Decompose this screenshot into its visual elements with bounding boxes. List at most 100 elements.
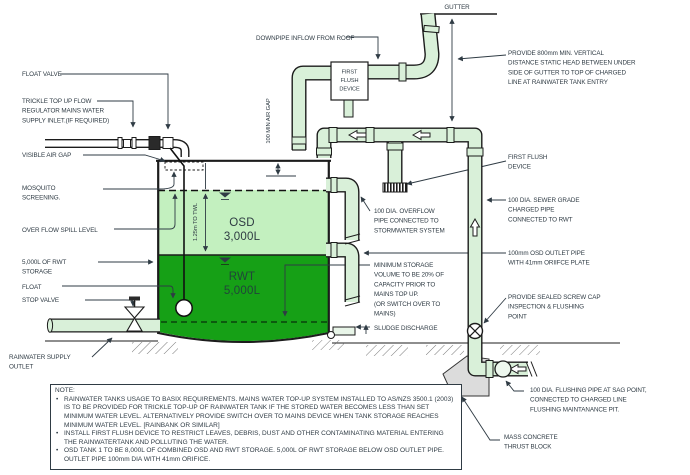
- water-surface-mark: [219, 192, 231, 265]
- flushing-pipe-label: 100 DIA. FLUSHING PIPE AT SAG POINT, CON…: [530, 387, 647, 413]
- svg-text:CONNECTED TO CHARGED LINE: CONNECTED TO CHARGED LINE: [530, 397, 627, 404]
- svg-text:100 DIA. OVERFLOW: 100 DIA. OVERFLOW: [374, 208, 435, 215]
- ground-hatch: [426, 345, 464, 355]
- svg-text:MOSQUITO: MOSQUITO: [22, 185, 56, 192]
- screw-cap-label: PROVIDE SEALED SCREW CAP INSPECTION & FL…: [508, 294, 601, 320]
- stop-valve-symbol: [123, 296, 146, 332]
- float-ball: [175, 299, 193, 317]
- svg-text:DISTANCE STATIC HEAD BETWEEN U: DISTANCE STATIC HEAD BETWEEN UNDER: [508, 60, 636, 67]
- svg-text:SUPPLY INLET.(IF REQUIRED): SUPPLY INLET.(IF REQUIRED): [22, 117, 109, 124]
- svg-text:MASS CONCRETE: MASS CONCRETE: [504, 434, 558, 441]
- svg-text:FLUSHING MAINTANANCE PIT.: FLUSHING MAINTANANCE PIT.: [530, 406, 619, 413]
- pipe-breaks: [344, 233, 538, 377]
- osd-zone: [159, 190, 329, 255]
- svg-text:LINE AT RAINWATER TANK ENTRY: LINE AT RAINWATER TANK ENTRY: [508, 79, 609, 86]
- air-gap-dimension: [266, 162, 296, 177]
- sludge-label: SLUDGE DISCHARGE: [374, 325, 437, 332]
- svg-text:PROVIDE SEALED SCREW CAP: PROVIDE SEALED SCREW CAP: [508, 294, 600, 301]
- first-flush-box-label: FIRST: [342, 70, 358, 76]
- stop-valve-label: STOP VALVE: [22, 297, 59, 304]
- flow-arrow-left: [347, 129, 367, 141]
- svg-text:OUTLET: OUTLET: [9, 364, 33, 371]
- svg-text:3,000L: 3,000L: [224, 231, 261, 243]
- sewer-grade-label: 100 DIA. SEWER GRADE CHARGED PIPE CONNEC…: [508, 197, 580, 223]
- float-valve-label: FLOAT VALVE: [22, 71, 62, 78]
- svg-text:CONNECTED TO RWT: CONNECTED TO RWT: [508, 216, 573, 223]
- leader-lines: [60, 36, 524, 441]
- flushing-cap: [494, 360, 512, 378]
- pipe-couplings: [291, 24, 494, 378]
- rwt-zone: [159, 255, 329, 341]
- svg-text:(OR SWITCH OVER TO: (OR SWITCH OVER TO: [374, 301, 440, 308]
- sludge-discharge: [327, 326, 356, 339]
- svg-text:100 DIA. FLUSHING PIPE AT SAG: 100 DIA. FLUSHING PIPE AT SAG POINT,: [530, 387, 647, 394]
- svg-text:SIDE OF GUTTER TO TOP OF CHARG: SIDE OF GUTTER TO TOP OF CHARGED: [508, 69, 627, 76]
- float-assembly: [169, 147, 193, 317]
- first-flush-device-label: FIRST FLUSH DEVICE: [508, 154, 548, 171]
- svg-text:5,000L: 5,000L: [224, 285, 261, 297]
- first-flush-screen: [382, 182, 408, 193]
- svg-text:TRICKLE TOP UP FLOW: TRICKLE TOP UP FLOW: [22, 98, 92, 105]
- svg-text:STORMWATER SYSTEM: STORMWATER SYSTEM: [374, 227, 445, 234]
- flow-arrows: [347, 129, 527, 375]
- svg-text:OSD: OSD: [229, 217, 255, 229]
- svg-text:100mm OSD OUTLET PIPE: 100mm OSD OUTLET PIPE: [508, 250, 585, 257]
- note-list: RAINWATER TANKS USAGE TO BASIX REQUIREME…: [55, 396, 457, 465]
- svg-text:SCREENING.: SCREENING.: [22, 195, 61, 202]
- svg-text:FLUSH: FLUSH: [341, 78, 359, 84]
- flow-arrow-left: [508, 363, 527, 375]
- rwt-storage-label: 5,000L OF RWT STORAGE: [22, 259, 67, 276]
- air-gap-dim-label: 100 MIN AIR GAP: [266, 98, 272, 143]
- svg-text:5,000L OF RWT: 5,000L OF RWT: [22, 259, 66, 266]
- svg-text:INSPECTION & FLUSHING: INSPECTION & FLUSHING: [508, 304, 584, 311]
- downpipe-inflow-label: DOWNPIPE INFLOW FROM ROOF: [256, 35, 355, 42]
- svg-text:DEVICE: DEVICE: [508, 164, 531, 171]
- provide800-label: PROVIDE 800mm MIN. VERTICAL DISTANCE STA…: [508, 50, 636, 86]
- svg-text:PIPE CONNECTED TO: PIPE CONNECTED TO: [374, 218, 439, 225]
- svg-text:RAINWATER SUPPLY: RAINWATER SUPPLY: [9, 354, 72, 361]
- isolation-valve: [148, 136, 161, 150]
- svg-text:CHARGED PIPE: CHARGED PIPE: [508, 207, 554, 214]
- visible-air-gap-label: VISIBLE AIR GAP: [22, 152, 71, 159]
- svg-text:THRUST BLOCK: THRUST BLOCK: [504, 444, 552, 451]
- note-box: NOTE: RAINWATER TANKS USAGE TO BASIX REQ…: [50, 384, 462, 470]
- mass-concrete-label: MASS CONCRETE THRUST BLOCK: [504, 434, 558, 451]
- first-flush-device-box: FIRST FLUSH DEVICE: [330, 61, 369, 118]
- svg-text:MAINS): MAINS): [374, 311, 395, 318]
- svg-text:CAPACITY PRIOR TO: CAPACITY PRIOR TO: [374, 281, 435, 288]
- note-bullet: OSD TANK 1 TO BE 8,000L OF COMBINED OSD …: [55, 447, 457, 464]
- float-label: FLOAT: [22, 284, 42, 291]
- osd-outlet-label: 100mm OSD OUTLET PIPE WITH 41mm ORIIFCE …: [508, 250, 590, 267]
- ground: [45, 340, 620, 356]
- svg-text:100 DIA. SEWER GRADE: 100 DIA. SEWER GRADE: [508, 197, 579, 204]
- ground-hatch: [366, 345, 408, 356]
- flow-arrow-left: [411, 129, 431, 141]
- pipe-end-cap: [46, 318, 54, 333]
- mosquito-label: MOSQUITO SCREENING.: [22, 185, 61, 202]
- rainwater-supply-label: RAINWATER SUPPLY OUTLET: [9, 354, 72, 371]
- note-title: NOTE:: [55, 387, 75, 394]
- twl-dim-label: 1.25m TO TWL: [193, 202, 199, 241]
- svg-text:RWT: RWT: [229, 271, 256, 283]
- text-labels: GUTTER DOWNPIPE INFLOW FROM ROOF PROVIDE…: [9, 4, 647, 451]
- svg-text:WITH 41mm ORIIFCE PLATE: WITH 41mm ORIIFCE PLATE: [508, 260, 590, 267]
- svg-text:FIRST FLUSH: FIRST FLUSH: [508, 154, 548, 161]
- overflow-pipe-label: 100 DIA. OVERFLOW PIPE CONNECTED TO STOR…: [374, 208, 445, 234]
- min-storage-label: MINIMUM STORAGE VOLUME TO BE 20% OF CAPA…: [374, 262, 444, 318]
- svg-text:MAINS TOP UP.: MAINS TOP UP.: [374, 291, 419, 298]
- ground-hatch: [500, 345, 540, 355]
- trickle-label: TRICKLE TOP UP FLOW REGULATOR MAINS WATE…: [22, 98, 109, 124]
- overflow-spill-label: OVER FLOW SPILL LEVEL: [22, 227, 98, 234]
- note-bullet: RAINWATER TANKS USAGE TO BASIX REQUIREME…: [55, 396, 457, 431]
- screw-cap-symbol: [466, 322, 484, 340]
- svg-text:DEVICE: DEVICE: [339, 87, 360, 93]
- osd-zone-label: OSD 3,000L: [224, 217, 261, 243]
- svg-text:STORAGE: STORAGE: [22, 269, 52, 276]
- svg-text:POINT: POINT: [508, 313, 527, 320]
- svg-text:MINIMUM STORAGE: MINIMUM STORAGE: [374, 262, 433, 269]
- ground-hatch: [312, 340, 344, 350]
- svg-text:REGULATOR MAINS WATER: REGULATOR MAINS WATER: [22, 108, 105, 115]
- ground-hatch: [132, 342, 178, 354]
